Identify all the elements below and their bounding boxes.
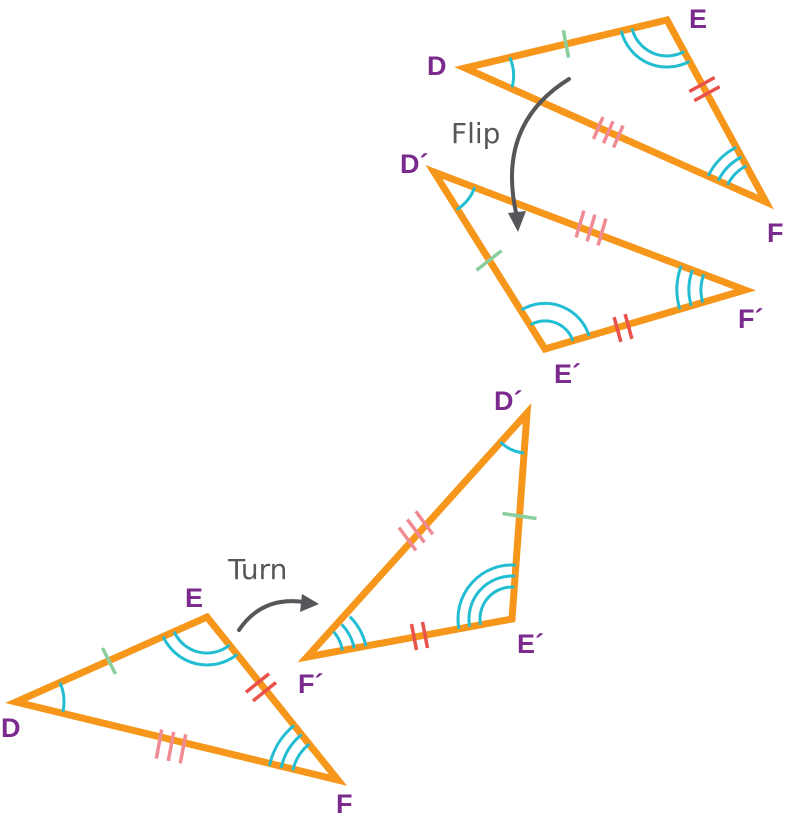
triangle-turned (297, 403, 537, 663)
vertex-label-e-turned: E´ (517, 629, 544, 659)
angle-f-triple-arc (332, 615, 368, 651)
triangle-original-top (454, 15, 775, 210)
flip-arrow (508, 77, 571, 232)
vertex-label-f-top: F (767, 218, 784, 248)
angle-d-single-arc (455, 186, 477, 211)
tick-ef-double (612, 313, 634, 343)
angle-d-single-arc (499, 440, 525, 455)
flip-arrowhead (508, 211, 526, 232)
angle-e-double-arc (520, 301, 591, 342)
triangle-original-bottom (5, 612, 348, 786)
vertex-label-d-flipped: D´ (400, 149, 429, 179)
vertex-label-d-turned: D´ (494, 386, 523, 416)
tick-df-triple (591, 116, 625, 149)
tick-df-triple (154, 729, 188, 764)
turn-arrowhead (300, 594, 319, 612)
tick-ef-double (688, 75, 721, 103)
turn-label: Turn (227, 553, 287, 586)
turn-arrow (237, 594, 319, 632)
tick-de-single (475, 249, 503, 272)
vertex-label-f-flipped: F´ (738, 304, 763, 334)
vertex-label-f-turned: F´ (298, 669, 323, 699)
vertex-label-e-bottom: E (185, 583, 203, 613)
angle-e-double-arc (619, 27, 691, 69)
tick-df-triple (397, 510, 435, 552)
angle-d-single-arc (508, 56, 516, 88)
tick-df-triple (574, 210, 608, 246)
tick-de-single (561, 29, 571, 59)
flip-label: Flip (451, 117, 500, 150)
vertex-label-d-top: D (427, 51, 447, 81)
vertex-label-e-flipped: E´ (554, 359, 581, 389)
angle-d-single-arc (58, 681, 66, 713)
triangle-flipped (425, 165, 756, 354)
angle-f-triple-arc (706, 145, 748, 186)
vertex-label-d-bottom: D (1, 713, 21, 743)
tick-de-single (100, 647, 118, 675)
angle-f-triple-arc (268, 724, 311, 771)
angle-e-double-arc (161, 630, 239, 667)
vertex-label-f-bottom: F (336, 789, 353, 819)
tick-ef-double (244, 672, 278, 703)
triangle-outline (425, 165, 756, 354)
angle-f-triple-arc (675, 265, 706, 310)
tick-ef-double (409, 621, 430, 651)
triangle-outline (5, 612, 348, 786)
angle-e-double-arc (456, 563, 517, 630)
tick-de-single (502, 511, 537, 521)
vertex-label-e-top: E (689, 4, 707, 34)
